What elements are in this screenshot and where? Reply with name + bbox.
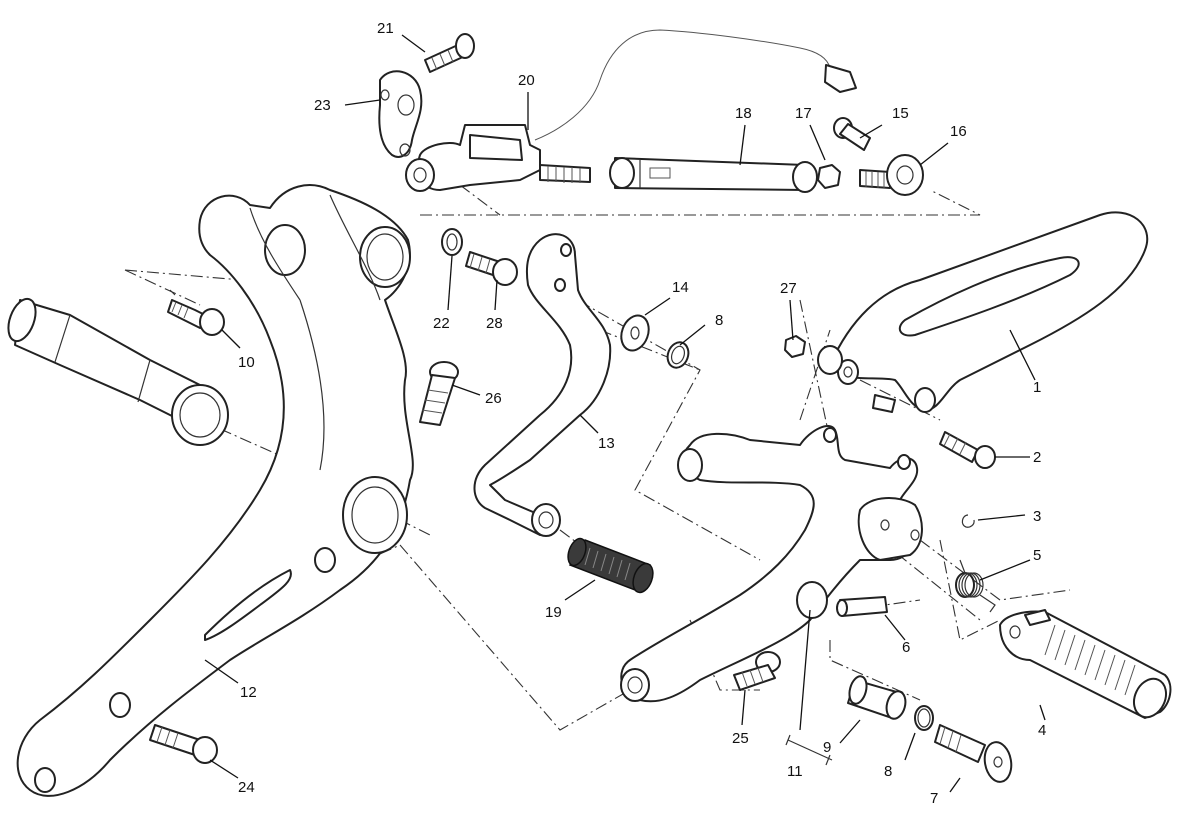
callout-24: 24 (238, 779, 255, 796)
callout-5: 5 (1033, 547, 1041, 564)
part-27-nut (784, 335, 806, 358)
part-5-spring (955, 559, 996, 613)
footpeg-bracket (620, 425, 923, 703)
callout-1: 1 (1033, 379, 1041, 396)
callout-8-top: 8 (715, 312, 723, 329)
callout-10: 10 (238, 354, 255, 371)
part-12-frame-bracket (16, 184, 414, 797)
part-9-bushing (847, 675, 907, 720)
callout-21: 21 (377, 20, 394, 37)
callout-7: 7 (930, 790, 938, 807)
part-25-bolt (733, 651, 781, 691)
callout-6: 6 (902, 639, 910, 656)
part-23-clamp (378, 70, 423, 158)
callout-labels: 1 2 3 4 5 6 7 8 8 9 10 11 12 13 14 15 16… (238, 20, 1046, 807)
callout-18: 18 (735, 105, 752, 122)
part-10-bolt (167, 299, 225, 336)
part-22-washer (441, 228, 463, 256)
callout-19: 19 (545, 604, 562, 621)
callout-3: 3 (1033, 508, 1041, 525)
part-28-bolt (465, 251, 518, 286)
part-2-bolt (939, 431, 996, 469)
callout-27: 27 (780, 280, 797, 297)
callout-13: 13 (598, 435, 615, 452)
callout-17: 17 (795, 105, 812, 122)
part-18-linkage-rod (609, 157, 818, 193)
part-17-nut (817, 164, 841, 189)
callout-4: 4 (1038, 722, 1046, 739)
part-21-bolt (424, 33, 475, 73)
part-8-circlip-top (666, 341, 690, 369)
callout-20: 20 (518, 72, 535, 89)
part-14-washer (620, 314, 650, 352)
callout-leaders (204, 34, 1046, 793)
part-19-rubber-peg (567, 537, 654, 594)
part-3-clip (961, 514, 975, 528)
part-16-rod-end (859, 154, 924, 196)
part-1-heel-guard (817, 211, 1149, 413)
callout-8-bottom: 8 (884, 763, 892, 780)
part-6-pin (836, 596, 888, 617)
part-4-footpeg (999, 609, 1172, 719)
callout-23: 23 (314, 97, 331, 114)
callout-14: 14 (672, 279, 689, 296)
callout-16: 16 (950, 123, 967, 140)
part-26-bolt (419, 361, 459, 426)
callout-11: 11 (787, 763, 803, 780)
callout-28: 28 (486, 315, 503, 332)
callout-15: 15 (892, 105, 909, 122)
part-11-shim (785, 734, 833, 766)
part-20-sensor (405, 29, 857, 192)
callout-22: 22 (433, 315, 450, 332)
callout-25: 25 (732, 730, 749, 747)
part-13-shift-lever (473, 233, 612, 537)
part-24-bolt (149, 724, 218, 764)
part-15-bolt (833, 117, 871, 151)
callout-12: 12 (240, 684, 257, 701)
tube-spacer (7, 297, 229, 446)
part-8-circlip-bottom (914, 705, 934, 731)
callout-2: 2 (1033, 449, 1041, 466)
callout-26: 26 (485, 390, 502, 407)
callout-9: 9 (823, 739, 831, 756)
part-7-bolt (934, 724, 1013, 783)
